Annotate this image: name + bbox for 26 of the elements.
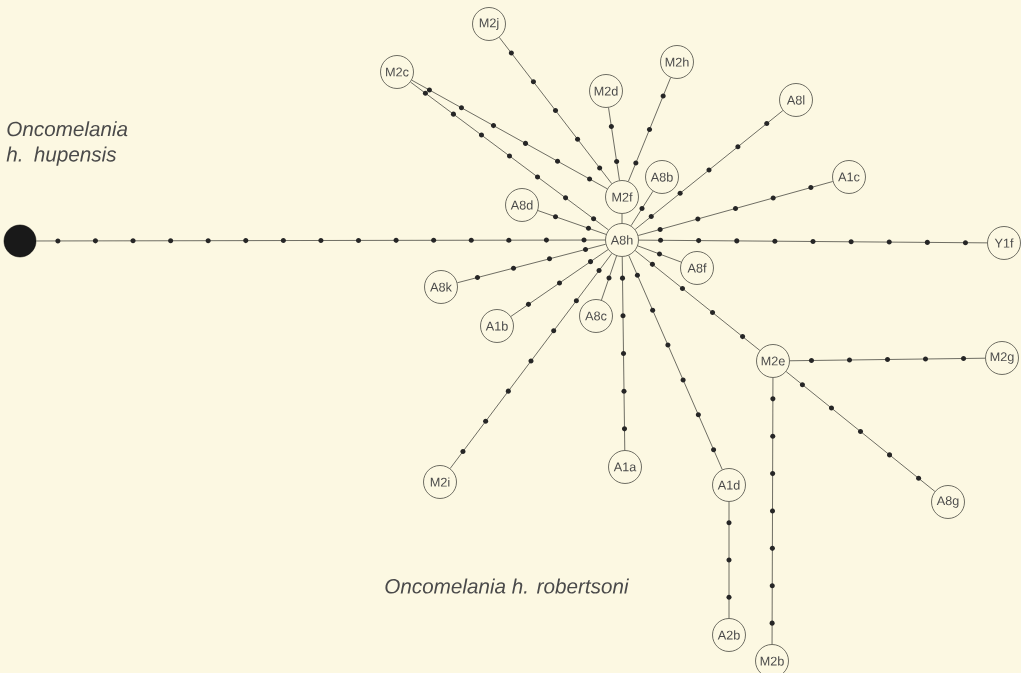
network-branch (634, 110, 784, 230)
network-branch (456, 243, 607, 284)
network-branch (785, 371, 936, 492)
network-branch (510, 249, 609, 317)
network-branch (637, 245, 682, 263)
network-branch (630, 190, 654, 227)
network-branch (411, 79, 608, 190)
network-branch (637, 181, 834, 236)
network-branch (634, 250, 761, 351)
network-branch (601, 255, 617, 301)
network-branch (789, 355, 986, 363)
network-branch (537, 210, 607, 235)
species-label: Oncomelania h. hupensis (6, 121, 128, 166)
network-branch (498, 37, 613, 184)
network-branch (410, 81, 609, 231)
network-branch (726, 501, 732, 619)
network-branch (608, 107, 620, 181)
species-label: Oncomelania h. robertsoni (385, 578, 629, 594)
network-branch (620, 256, 628, 451)
network-branch (628, 77, 672, 182)
network-branch (621, 213, 623, 224)
network-branch (449, 253, 613, 469)
network-branch (638, 237, 988, 246)
network-branch (628, 255, 723, 470)
network-branch (35, 237, 606, 244)
network-branch (769, 377, 776, 645)
